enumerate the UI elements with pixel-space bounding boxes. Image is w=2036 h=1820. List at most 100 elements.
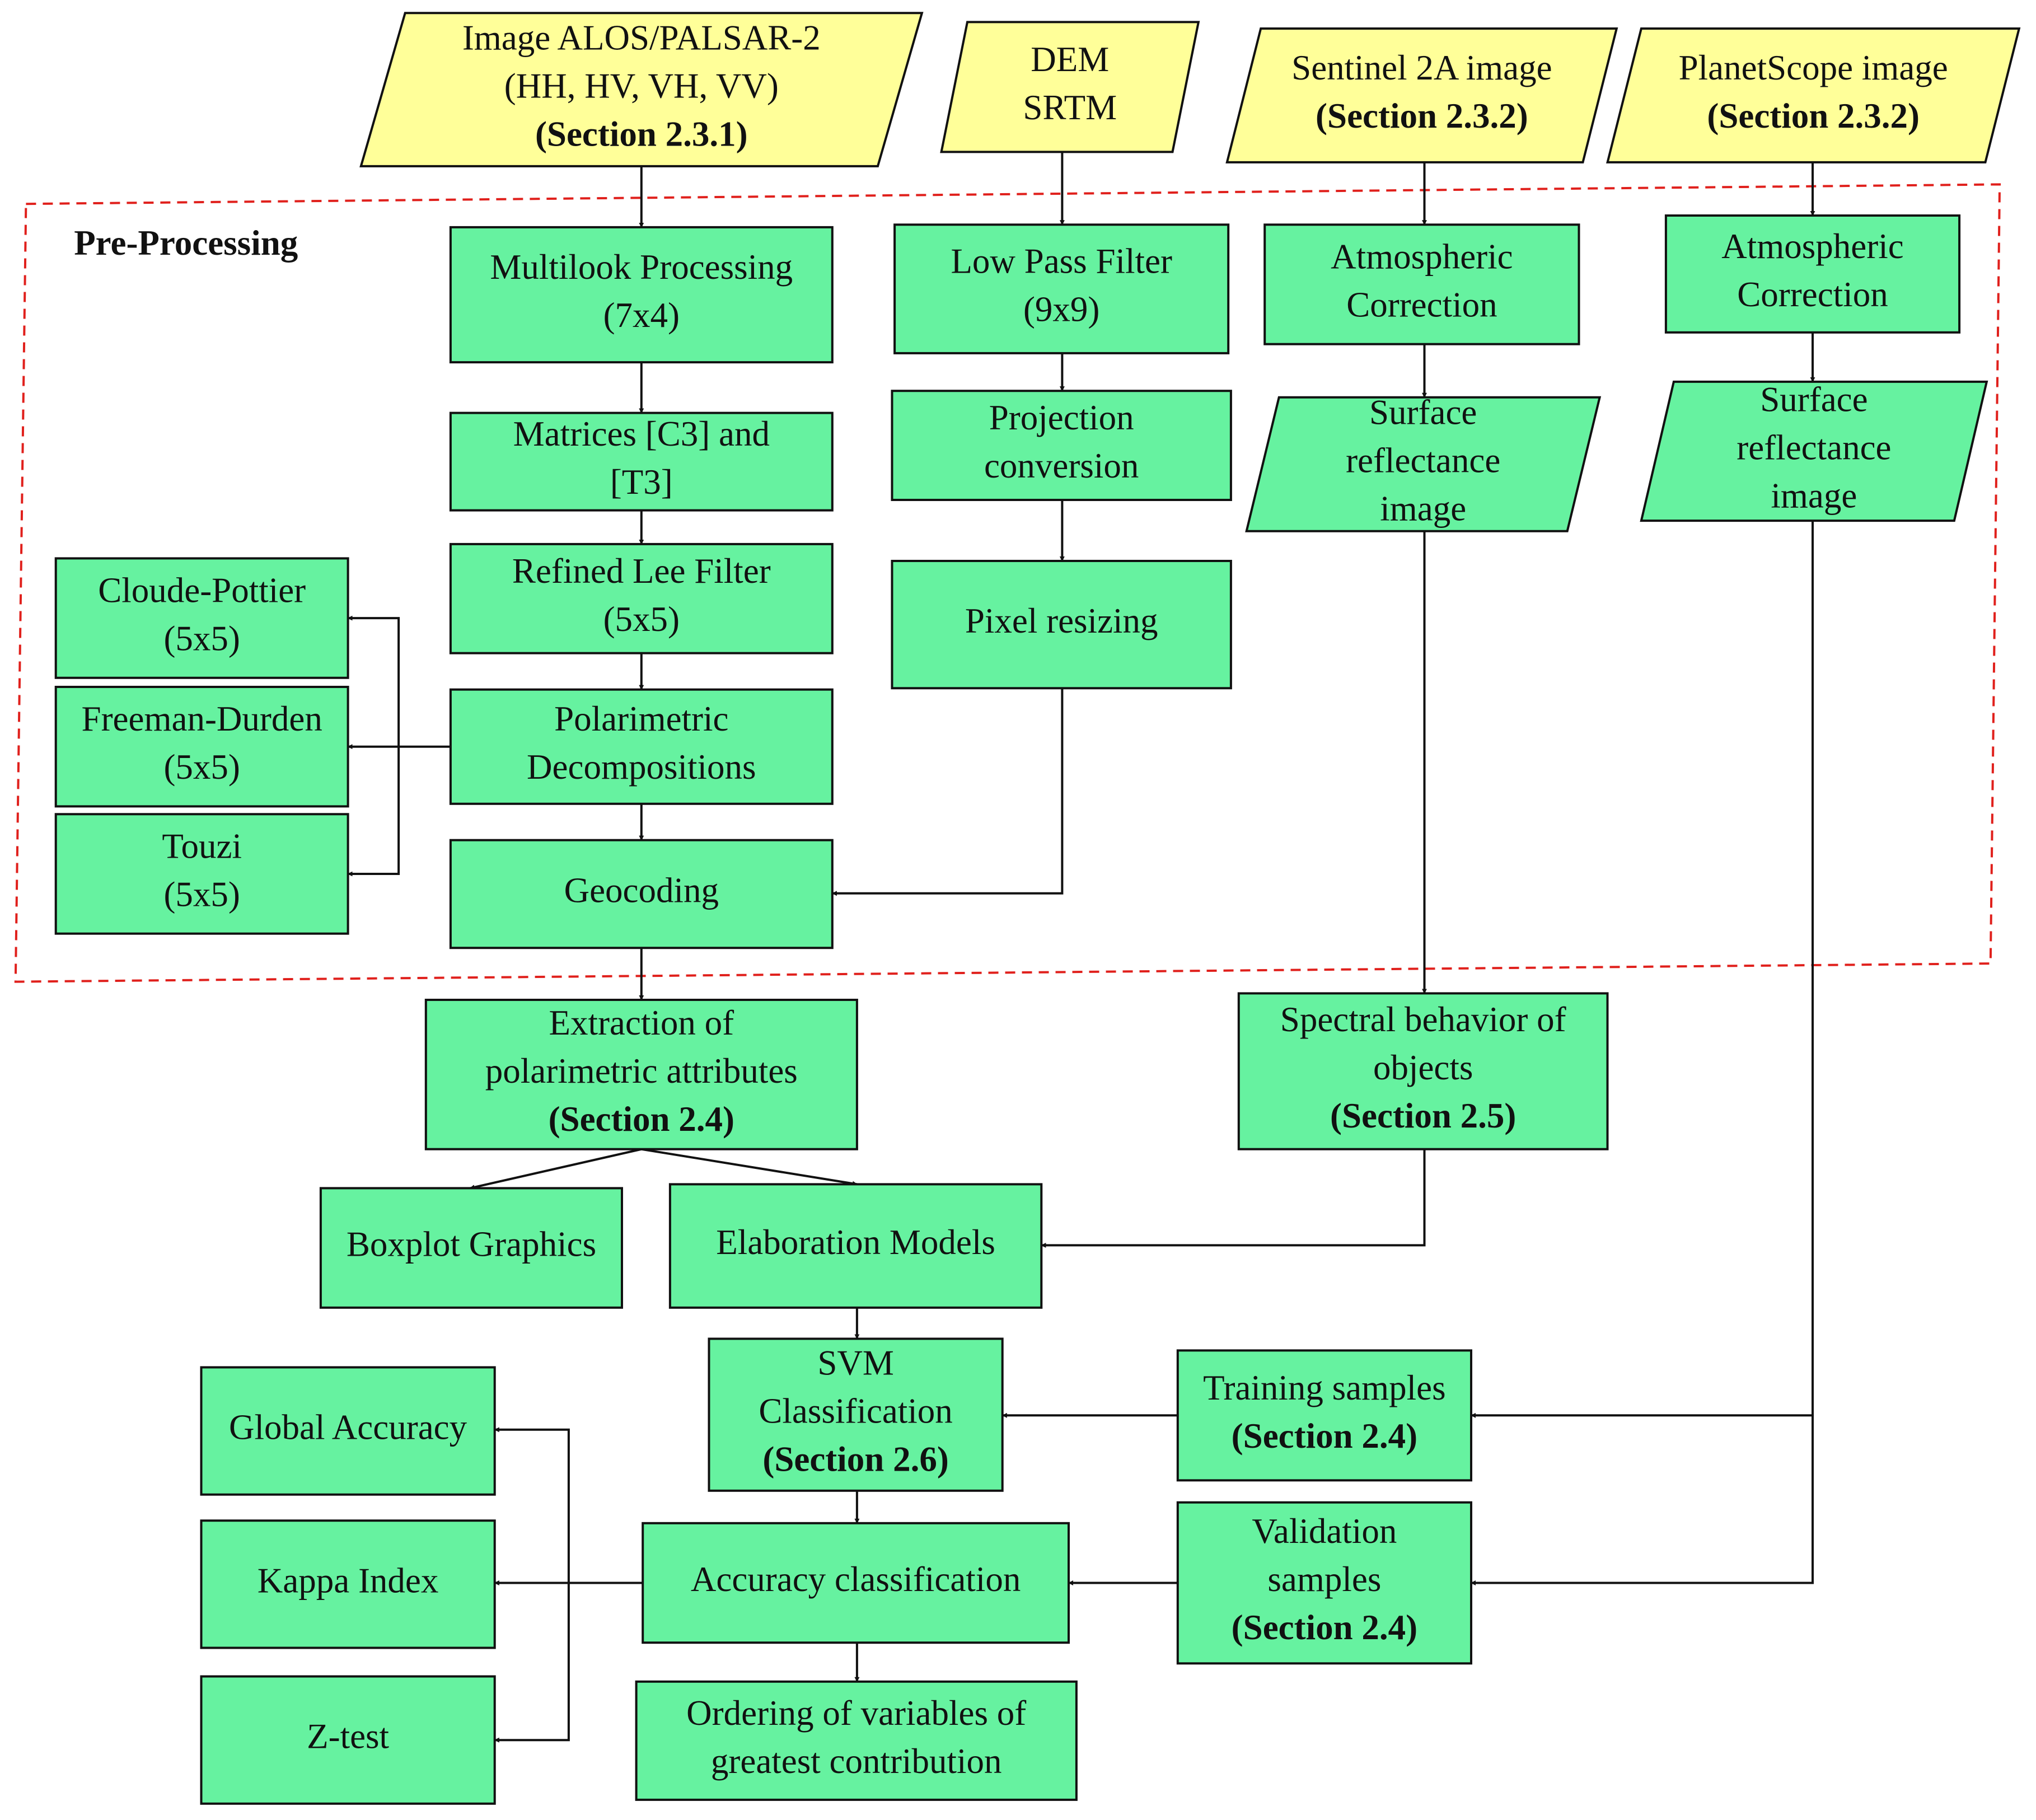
node-freeman-label: Freeman-Durden [82, 699, 322, 738]
edge-polar-to-cloude [347, 615, 400, 747]
node-validation-label: samples [1267, 1560, 1381, 1599]
node-elaboration-label: Elaboration Models [716, 1223, 995, 1262]
node-resizing: Pixel resizing [891, 560, 1232, 690]
node-surf1-label: reflectance [1346, 441, 1500, 480]
edge-resizing-to-geocoding [831, 688, 1064, 896]
node-surf2-label: Surface [1760, 380, 1867, 419]
node-projection-shape [891, 390, 1232, 502]
node-ordering-label: greatest contribution [711, 1742, 1002, 1781]
node-lee: Refined Lee Filter (5x5) [449, 542, 834, 654]
node-training-shape [1176, 1349, 1473, 1482]
node-spectral-label: Spectral behavior of [1280, 1000, 1566, 1039]
node-spectral-label: (Section 2.5) [1330, 1096, 1516, 1135]
node-training: Training samples (Section 2.4) [1176, 1349, 1473, 1482]
node-lowpass-label: Low Pass Filter [951, 242, 1172, 281]
node-multilook-label: Multilook Processing [490, 247, 793, 287]
node-validation-label: Validation [1252, 1512, 1397, 1551]
pre-processing-label: Pre-Processing [74, 223, 298, 263]
node-sentinel-label: (Section 2.3.2) [1316, 96, 1528, 135]
node-projection-label: conversion [984, 446, 1139, 485]
node-kappa-shape [200, 1519, 496, 1649]
node-accuracy-label: Accuracy classification [691, 1560, 1021, 1599]
node-lee-label: (5x5) [603, 600, 680, 639]
node-lee-shape [449, 542, 834, 654]
node-surf2-label: reflectance [1737, 428, 1891, 467]
node-dem-shape [940, 21, 1200, 153]
node-projection: Projection conversion [891, 390, 1232, 502]
node-matrices-label: [T3] [610, 462, 673, 502]
node-alos-label: (HH, HV, VH, VV) [504, 66, 779, 105]
node-sentinel: Sentinel 2A image (Section 2.3.2) [1225, 27, 1618, 163]
pre-processing-region [14, 183, 2001, 983]
edge-accuracy-to-ztest [494, 1583, 570, 1743]
node-kappa-label: Kappa Index [258, 1561, 439, 1600]
node-global-label: Global Accuracy [229, 1408, 467, 1447]
node-cloude-label: Cloude-Pottier [98, 571, 306, 610]
node-planet-shape [1606, 27, 2021, 163]
edge-extraction-to-elaboration [641, 1148, 858, 1186]
node-surf1-label: image [1380, 489, 1466, 528]
node-matrices: Matrices [C3] and [T3] [449, 411, 834, 512]
node-accuracy-shape [642, 1522, 1070, 1644]
node-ordering-label: Ordering of variables of [686, 1693, 1026, 1733]
node-sentinel-label: Sentinel 2A image [1291, 48, 1552, 87]
node-extraction-label: (Section 2.4) [549, 1100, 734, 1139]
node-atm2-shape [1664, 214, 1961, 334]
node-planet-label: (Section 2.3.2) [1707, 96, 1920, 135]
node-kappa: Kappa Index [200, 1519, 496, 1649]
node-atm1-shape [1263, 223, 1580, 345]
node-matrices-label: Matrices [C3] and [513, 414, 770, 453]
node-freeman: Freeman-Durden(5x5) [54, 686, 349, 808]
node-surf1-shape [1245, 396, 1602, 532]
node-spectral-label: objects [1373, 1048, 1473, 1087]
node-ztest: Z-test [200, 1675, 496, 1805]
node-alos-shape [359, 12, 924, 167]
node-spectral: Spectral behavior of objects (Section 2.5) [1237, 992, 1609, 1150]
edge-spectral-to-elaboration [1041, 1149, 1426, 1248]
node-atm1-label: Correction [1346, 285, 1497, 324]
node-projection-label: Projection [989, 398, 1134, 437]
node-resizing-label: Pixel resizing [965, 601, 1158, 640]
node-polar-label: Decompositions [527, 747, 756, 787]
node-atm1-label: Atmospheric [1331, 237, 1513, 276]
node-validation-label: (Section 2.4) [1232, 1608, 1417, 1647]
node-svm-shape [708, 1337, 1004, 1492]
node-lowpass: Low Pass Filter (9x9) [893, 223, 1230, 354]
node-boxplot-shape [319, 1187, 623, 1309]
node-extraction-label: polarimetric attributes [485, 1051, 798, 1091]
node-geocoding-shape [449, 839, 834, 949]
node-ztest-label: Z-test [307, 1717, 389, 1756]
node-lowpass-label: (9x9) [1023, 290, 1099, 329]
node-multilook-shape [449, 226, 834, 364]
node-global-shape [200, 1366, 496, 1496]
node-touzi: Touzi(5x5) [54, 813, 349, 935]
node-surf1-label: Surface [1369, 393, 1477, 432]
node-touzi-shape [54, 813, 349, 935]
node-training-label: (Section 2.4) [1232, 1416, 1417, 1456]
node-alos-label: Image ALOS/PALSAR-2 [462, 18, 821, 57]
node-training-label: Training samples [1203, 1368, 1445, 1407]
node-atm2-label: Atmospheric [1721, 227, 1903, 266]
node-multilook-label: (7x4) [603, 296, 680, 335]
node-spectral-shape [1237, 992, 1609, 1150]
node-extraction-label: Extraction of [549, 1003, 734, 1042]
node-ztest-shape [200, 1675, 496, 1805]
node-lee-label: Refined Lee Filter [512, 551, 771, 591]
node-extraction: Extraction of polarimetric attributes (Sec… [424, 999, 858, 1150]
node-validation: Validation samples (Section 2.4) [1176, 1501, 1473, 1665]
node-boxplot-label: Boxplot Graphics [347, 1225, 596, 1264]
node-global: Global Accuracy [200, 1366, 496, 1496]
node-ordering: Ordering of variables of greatest contrib… [635, 1680, 1078, 1801]
node-dem-label: SRTM [1023, 88, 1117, 127]
node-touzi-label: (5x5) [163, 874, 240, 914]
node-dem-label: DEM [1031, 40, 1109, 79]
edge-surf2-to-validation [1471, 1415, 1814, 1585]
node-geocoding-label: Geocoding [564, 871, 719, 910]
node-polar-shape [449, 688, 834, 805]
